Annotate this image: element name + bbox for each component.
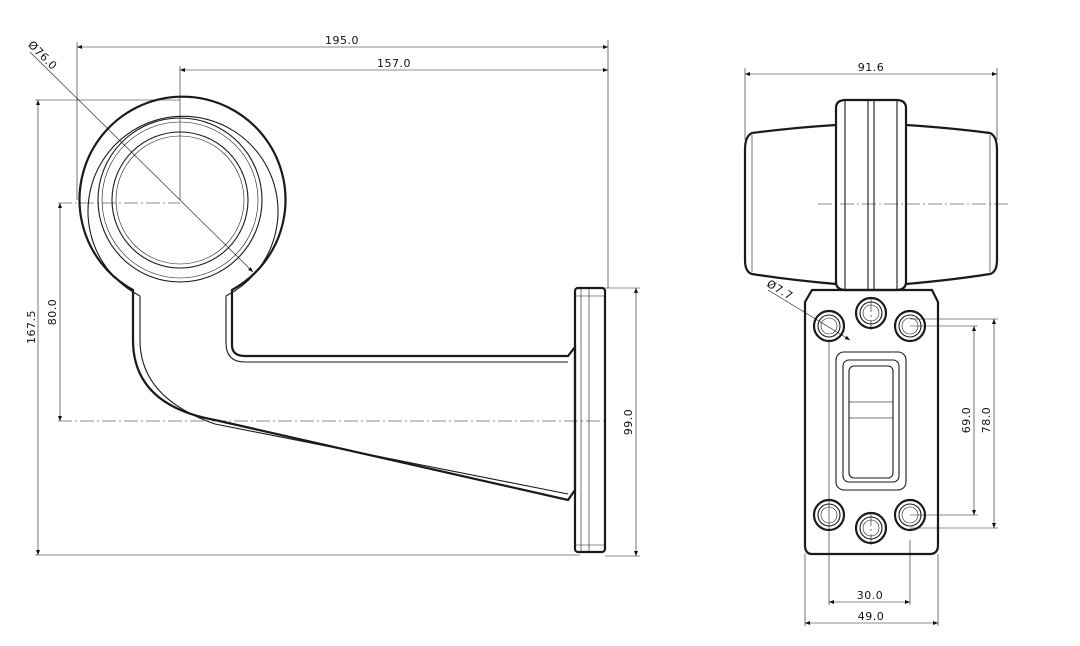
side-view-flange — [573, 286, 607, 554]
front-view-mount-plate — [803, 288, 940, 556]
side-view-body-outline — [78, 95, 577, 502]
dim-plate-width: 49.0 — [858, 610, 885, 623]
front-view-housing — [743, 98, 999, 292]
dim-hole-spacing-outer: 78.0 — [980, 407, 993, 434]
dim-overall-height: 167.5 — [25, 310, 38, 344]
dim-flange-height: 99.0 — [622, 409, 635, 436]
dim-line-hole-diameter — [767, 289, 851, 341]
dim-line-lens-diameter — [29, 51, 254, 273]
front-view-holes — [812, 296, 927, 545]
dim-lens-to-arm: 80.0 — [46, 299, 59, 326]
dim-hole-diameter: Ø7.7 — [764, 277, 795, 303]
side-view: 195.0 157.0 Ø76.0 167.5 80.0 99.0 — [25, 34, 640, 557]
dim-hole-spacing-inner: 69.0 — [960, 407, 973, 434]
front-view: 91.6 Ø7.7 69.0 78.0 30.0 49.0 — [743, 61, 1008, 626]
dim-center-to-mount: 157.0 — [377, 57, 411, 70]
dim-overall-width: 195.0 — [325, 34, 359, 47]
dim-housing-width: 91.6 — [858, 61, 885, 74]
dim-hole-spacing-x: 30.0 — [857, 589, 884, 602]
dim-lens-diameter: Ø76.0 — [25, 38, 59, 72]
